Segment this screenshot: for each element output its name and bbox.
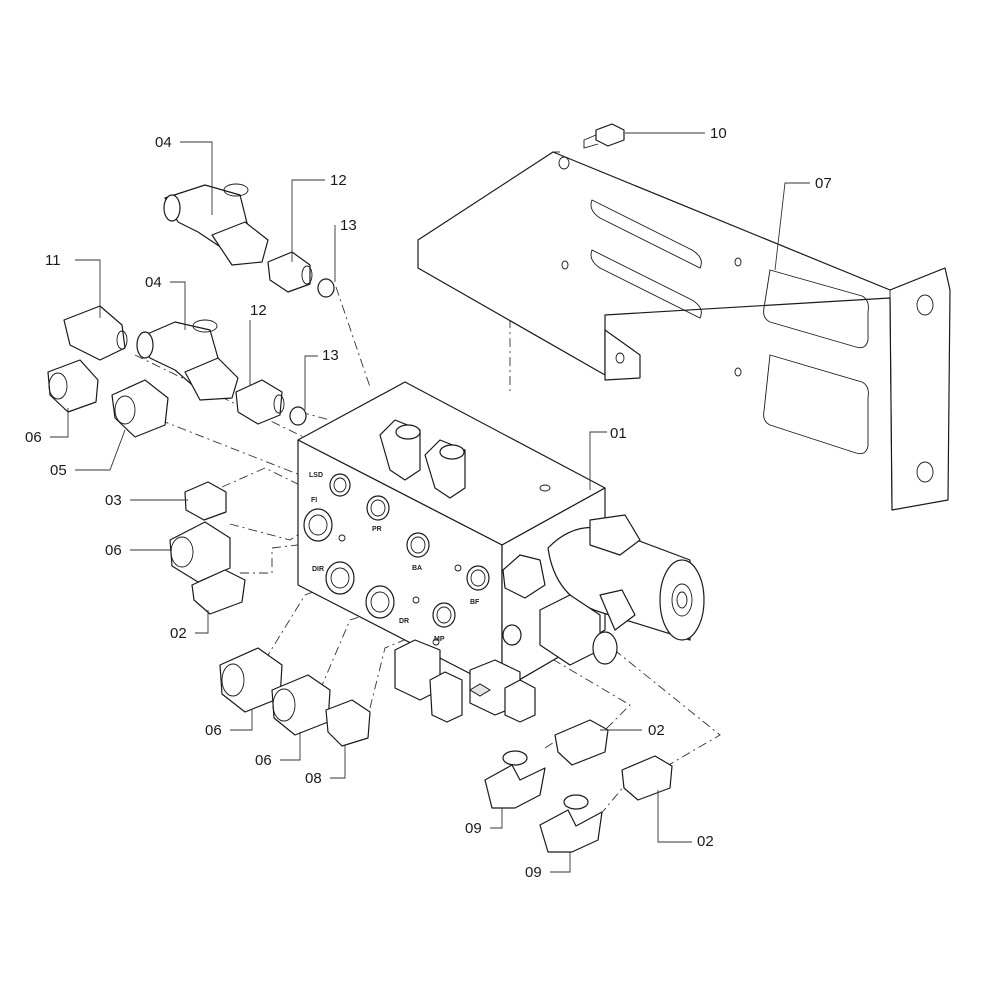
callout-03: 03 bbox=[105, 492, 122, 509]
callout-13: 13 bbox=[322, 347, 339, 364]
port-label: FI bbox=[311, 497, 317, 504]
port-label: MP bbox=[434, 636, 445, 643]
callouts: 01 02 02 02 03 04 04 05 06 06 06 06 06 0… bbox=[25, 125, 832, 881]
port-label: BF bbox=[470, 599, 480, 606]
port-label: DIR bbox=[312, 566, 324, 573]
port-label: PR bbox=[372, 526, 382, 533]
valve-block bbox=[297, 381, 705, 723]
callout-06: 06 bbox=[255, 752, 272, 769]
port-label: BA bbox=[412, 565, 422, 572]
loose-fittings bbox=[47, 183, 673, 853]
port-label: LSD bbox=[309, 472, 323, 479]
callout-06: 06 bbox=[105, 542, 122, 559]
callout-06: 06 bbox=[205, 722, 222, 739]
callout-02: 02 bbox=[170, 625, 187, 642]
callout-12: 12 bbox=[330, 172, 347, 189]
port-labels: LSD FI PR BA BF DIR DR MP bbox=[309, 472, 480, 643]
screw bbox=[583, 123, 625, 149]
callout-13: 13 bbox=[340, 217, 357, 234]
callout-02: 02 bbox=[648, 722, 665, 739]
callout-06: 06 bbox=[25, 429, 42, 446]
callout-09: 09 bbox=[525, 864, 542, 881]
leader-lines bbox=[50, 132, 810, 873]
mounting-bracket bbox=[417, 151, 951, 511]
callout-04: 04 bbox=[145, 274, 162, 291]
callout-07: 07 bbox=[815, 175, 832, 192]
callout-10: 10 bbox=[710, 125, 727, 142]
port-label: DR bbox=[399, 618, 409, 625]
callout-02: 02 bbox=[697, 833, 714, 850]
callout-05: 05 bbox=[50, 462, 67, 479]
callout-08: 08 bbox=[305, 770, 322, 787]
callout-04: 04 bbox=[155, 134, 172, 151]
callout-01: 01 bbox=[610, 425, 627, 442]
callout-09: 09 bbox=[465, 820, 482, 837]
callout-11: 11 bbox=[45, 252, 61, 269]
callout-12: 12 bbox=[250, 302, 267, 319]
